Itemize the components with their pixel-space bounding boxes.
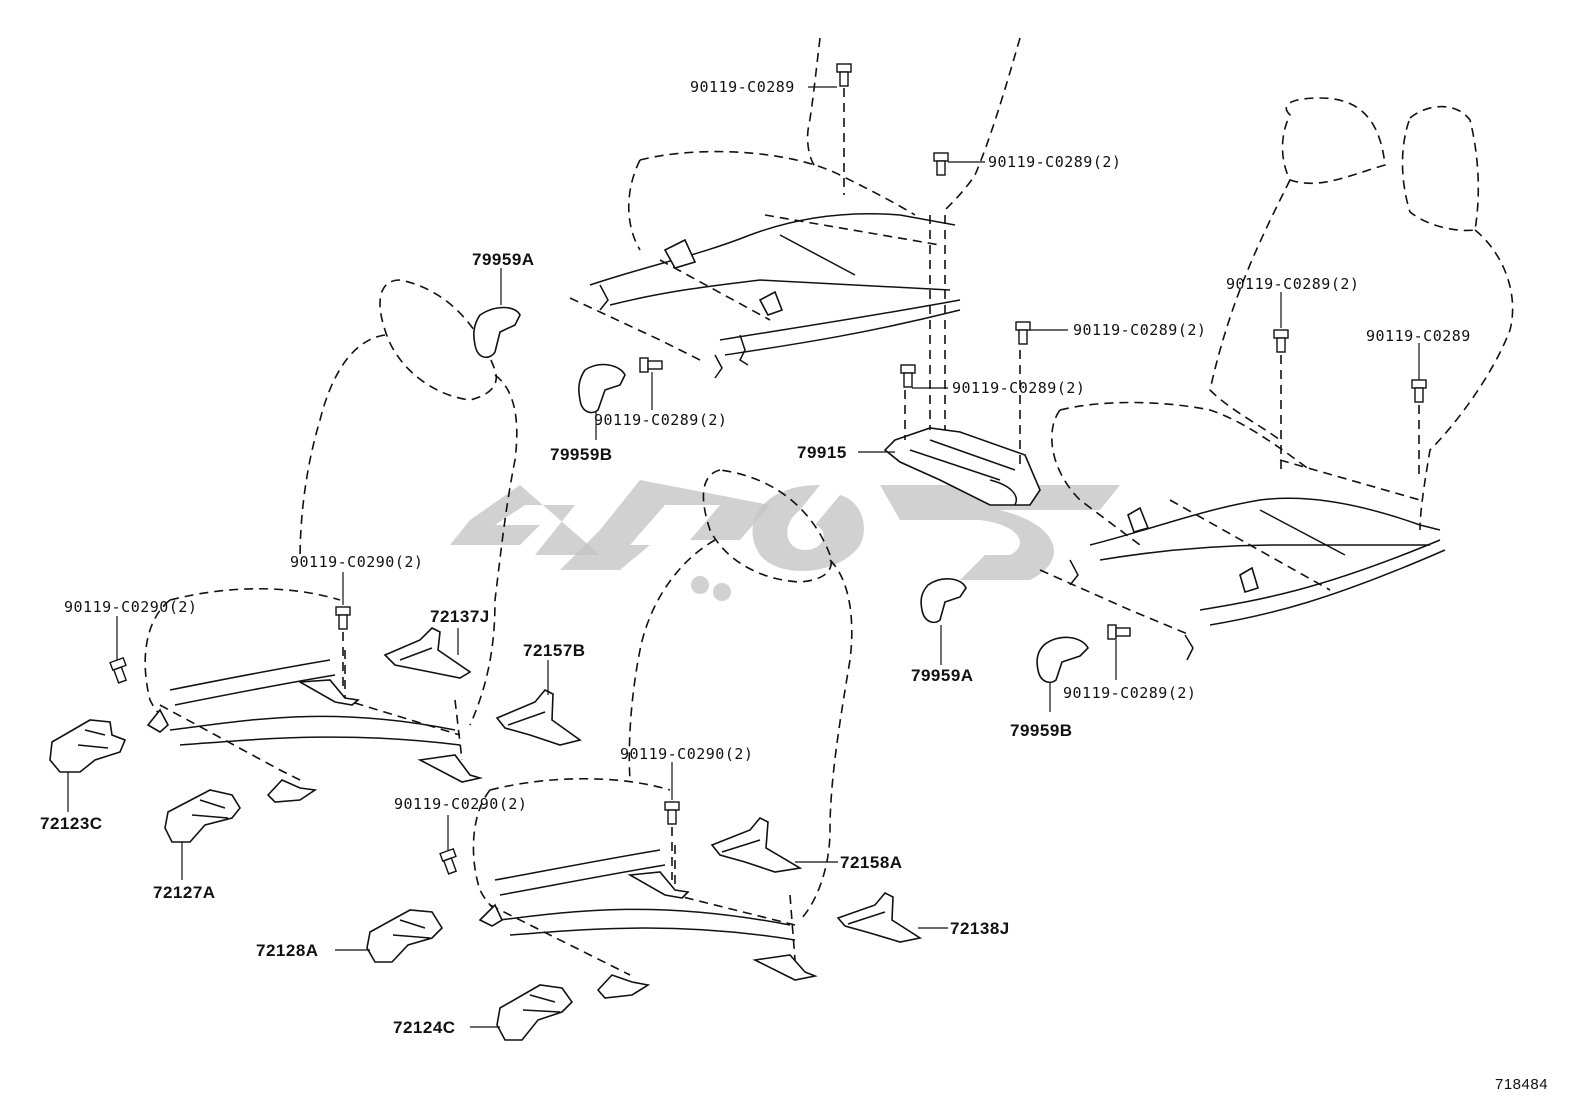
label-bolt-top-left: 90119-C0289(2) [594, 411, 727, 429]
pad-79959A-right [920, 578, 967, 624]
cover-72138J-part [836, 892, 923, 943]
pad-79959B-right [1036, 636, 1089, 684]
bracket-79915-part [883, 215, 1041, 506]
bolt-icon-bracket-left [900, 364, 916, 388]
leader-lines [67, 86, 1420, 1028]
seat-outline-top [569, 37, 1021, 379]
label-cover-72127A: 72127A [153, 883, 216, 902]
label-pad-79959A-top: 79959A [472, 250, 535, 269]
bolt-icon-right-seat-bottom [1107, 624, 1131, 640]
seat-outline-right [1039, 97, 1514, 661]
bolt-icon-top-right [933, 152, 949, 176]
label-bolt-bracket-right: 90119-C0289(2) [1073, 321, 1206, 339]
cover-72137J-part [383, 627, 472, 679]
label-cover-72137J: 72137J [430, 607, 490, 626]
label-cover-72128A: 72128A [256, 941, 319, 960]
bolt-icon-top-left [639, 357, 663, 373]
bolt-icon-center-seat-a [664, 801, 680, 880]
pad-79959A-top [473, 306, 521, 359]
watermark-logo-icon [450, 480, 1120, 601]
label-pad-79959A-right: 79959A [911, 666, 974, 685]
bolt-icon-left-seat-b [109, 656, 128, 684]
label-bolt-center-b: 90119-C0290(2) [394, 795, 527, 813]
label-bracket-79915: 79915 [797, 443, 847, 462]
label-cover-72123C: 72123C [40, 814, 103, 833]
label-bolt-left-b: 90119-C0290(2) [64, 598, 197, 616]
label-bolt-bracket-left: 90119-C0289(2) [952, 379, 1085, 397]
cover-72158A-part [710, 817, 803, 873]
cover-72128A-part [366, 909, 444, 963]
seat-outline-center [472, 469, 853, 999]
bolt-icon-center-seat-b [439, 847, 458, 875]
label-bolt-top-right: 90119-C0289(2) [988, 153, 1121, 171]
label-bolt-left-a: 90119-C0290(2) [290, 553, 423, 571]
cover-72123C-part [49, 719, 127, 773]
cover-72157B-part [495, 689, 582, 746]
label-bolt-right-edge: 90119-C0289 [1366, 327, 1471, 345]
label-bolt-right-bottom: 90119-C0289(2) [1063, 684, 1196, 702]
label-cover-72138J: 72138J [950, 919, 1010, 938]
label-bolt-top: 90119-C0289 [690, 78, 795, 96]
pad-79959B-top [578, 363, 626, 414]
label-pad-79959B-right: 79959B [1010, 721, 1073, 740]
bolt-icon-bracket-right [1015, 321, 1031, 345]
label-cover-72157B: 72157B [523, 641, 586, 660]
label-cover-72124C: 72124C [393, 1018, 456, 1037]
label-bolt-center-a: 90119-C0290(2) [620, 745, 753, 763]
bolt-icon-right-seat-edge [1411, 379, 1427, 480]
cover-72124C-part [496, 984, 574, 1041]
bolt-icon-top [836, 63, 852, 195]
bolt-icon-left-seat-a [335, 606, 351, 690]
seat-outline-left [144, 279, 518, 803]
label-pad-79959B-top: 79959B [550, 445, 613, 464]
cover-72127A-part [164, 789, 241, 843]
diagram-id: 718484 [1495, 1076, 1548, 1093]
label-cover-72158A: 72158A [840, 853, 903, 872]
label-bolt-right-mid: 90119-C0289(2) [1226, 275, 1359, 293]
bolt-icon-right-seat-mid [1273, 329, 1289, 470]
